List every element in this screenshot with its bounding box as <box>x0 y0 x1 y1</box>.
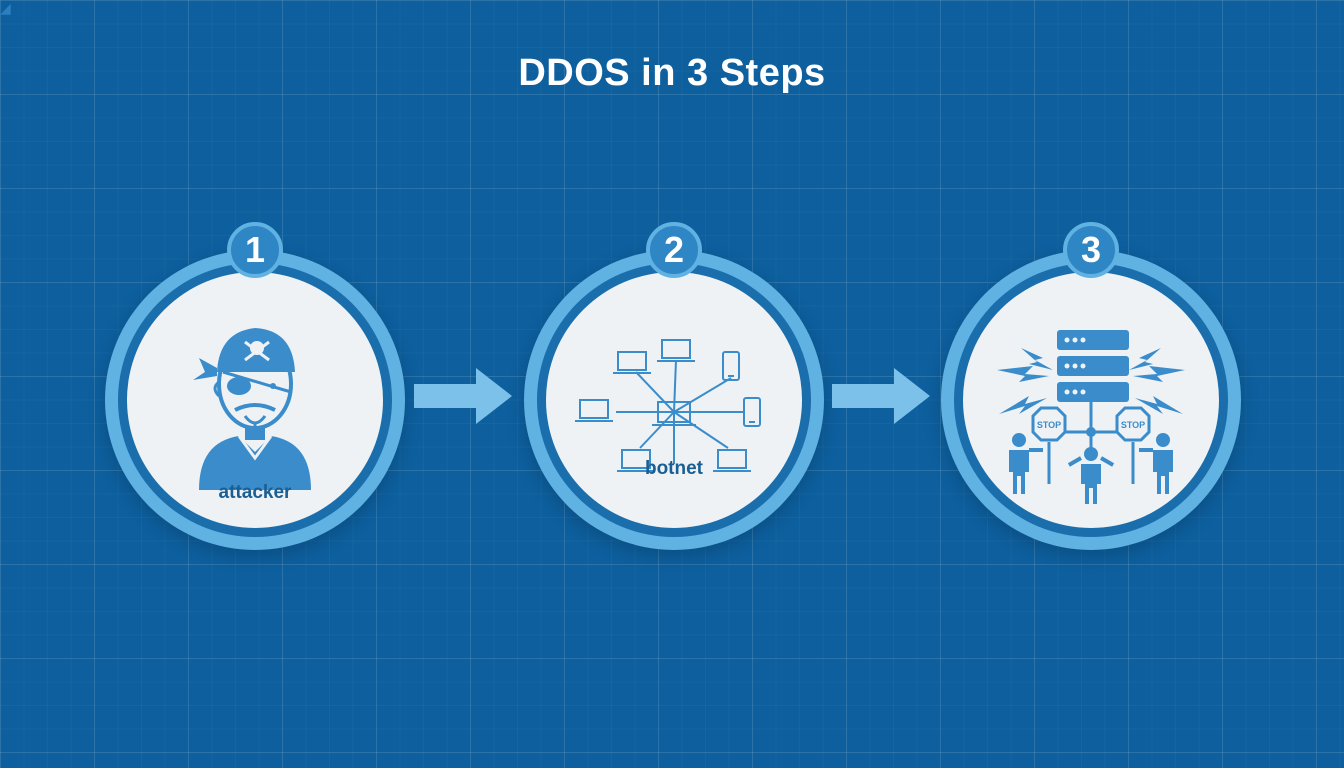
arrow-right-icon <box>414 368 512 424</box>
stop-sign-right: STOP <box>1121 420 1145 430</box>
botnet-network-icon <box>575 339 761 472</box>
step-2: botnet 2 <box>524 222 824 550</box>
stop-sign-left: STOP <box>1037 420 1061 430</box>
step-3: STOP STOP 3 <box>941 222 1241 550</box>
overloaded-server-stop-icon: STOP STOP <box>997 330 1185 504</box>
step-1: attacker 1 <box>105 222 405 550</box>
step-2-number-badge: 2 <box>646 222 702 278</box>
arrow-right-icon <box>832 368 930 424</box>
step-2-label: botnet <box>644 458 704 479</box>
corner-mark: ◢ <box>0 0 11 16</box>
step-3-number-badge: 3 <box>1063 222 1119 278</box>
step-1-number-badge: 1 <box>227 222 283 278</box>
step-1-label: attacker <box>218 482 292 503</box>
page-title: DDOS in 3 Steps <box>518 52 826 94</box>
pirate-attacker-icon <box>193 328 311 490</box>
